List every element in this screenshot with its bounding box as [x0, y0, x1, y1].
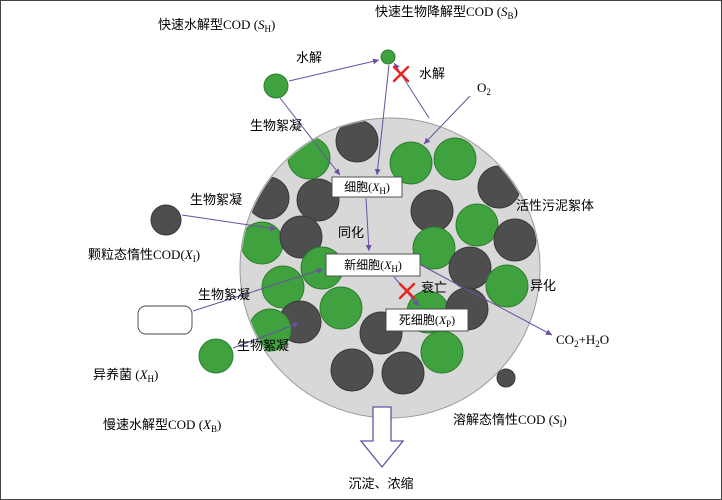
- arrow-bioflocculation-heterotrophs: [192, 267, 324, 312]
- floc-particle-dark: [493, 218, 537, 262]
- label-activated-sludge-floc: 活性污泥絮体: [516, 198, 594, 213]
- fast-hydrolysis-cod-particle: [263, 73, 289, 99]
- label-dissimilation: 异化: [530, 278, 556, 293]
- label-decay: 衰亡: [421, 280, 447, 295]
- floc-particle-green: [455, 203, 499, 247]
- label-bioflocculation-top: 生物絮凝: [250, 118, 302, 133]
- heterotrophic-bacteria-shape: [137, 305, 193, 335]
- arrow-hydrolysis: [288, 58, 380, 82]
- label-oxygen: O2: [477, 80, 491, 97]
- dead-cell-box: [385, 308, 469, 332]
- label-soluble-inert-cod: 溶解态惰性COD (SI): [453, 412, 567, 429]
- new-cell-box: [325, 253, 421, 277]
- label-fast-hydrolysis-cod: 快速水解型COD (SH): [158, 17, 275, 34]
- floc-particle-dark: [477, 165, 521, 209]
- floc-particle-dark: [448, 246, 492, 290]
- floc-particle-dark: [296, 178, 340, 222]
- red-cross-hydrolysis: [392, 65, 410, 83]
- floc-particle-green: [420, 330, 464, 374]
- floc-particle-green: [261, 265, 305, 309]
- label-cell: 细胞(XH): [344, 180, 390, 196]
- cell-box: [331, 176, 403, 198]
- settling-arrow: [359, 406, 405, 469]
- arrow-assimilation: [365, 197, 372, 252]
- label-bioflocculation-left-middle: 生物絮凝: [198, 287, 250, 302]
- particulate-inert-cod-particle: [150, 204, 182, 236]
- label-assimilation: 同化: [338, 225, 364, 240]
- label-new-cell: 新细胞(XH): [344, 257, 402, 274]
- floc-particles: [241, 119, 537, 395]
- floc-particle-dark: [381, 351, 425, 395]
- label-bioflocculation-left-upper: 生物絮凝: [190, 192, 242, 207]
- floc-particle-green: [241, 221, 284, 265]
- slow-hydrolysis-cod-particle: [198, 338, 234, 374]
- label-slow-hydrolysis-cod: 慢速水解型COD (XB): [103, 417, 221, 434]
- floc-particle-green: [412, 226, 456, 270]
- floc-particle-green: [433, 137, 477, 181]
- soluble-inert-cod-particle: [496, 368, 516, 388]
- floc-particle-dark: [279, 215, 323, 259]
- label-particulate-inert-cod: 颗粒态惰性COD(XI): [88, 247, 200, 264]
- floc-particle-green: [287, 136, 331, 180]
- floc-particle-dark: [410, 189, 454, 233]
- arrow-bioflocculation-inert: [181, 214, 277, 232]
- arrow-oxygen-into-floc: [423, 95, 471, 145]
- arrow-bioflocculation-top: [279, 97, 341, 176]
- label-bioflocculation-left-lower: 生物絮凝: [237, 338, 289, 353]
- arrow-dissimilation: [420, 264, 553, 336]
- floc-particle-dark: [330, 348, 374, 392]
- floc-particle-green: [319, 286, 363, 330]
- label-hydrolysis-blocked: 水解: [419, 66, 445, 81]
- label-dead-cell: 死细胞(XP): [399, 313, 455, 329]
- arrow-substrate-to-cell: [374, 64, 390, 176]
- label-hydrolysis: 水解: [296, 50, 322, 65]
- floc-particle-dark: [246, 176, 290, 220]
- label-fast-biodegradable-cod: 快速生物降解型COD (SB): [375, 4, 518, 21]
- floc-particle-green: [389, 141, 433, 185]
- label-co2-h2o: CO2+H2O: [556, 332, 609, 349]
- fast-biodegradable-cod-particle: [380, 49, 396, 65]
- arrow-bioflocculation-slow-cod: [232, 322, 300, 349]
- label-settling: 沉淀、浓缩: [348, 476, 413, 491]
- red-cross-decay: [398, 282, 416, 300]
- floc-particle-green: [485, 264, 529, 308]
- label-heterotrophic-bacteria: 异养菌 (XH): [93, 367, 158, 384]
